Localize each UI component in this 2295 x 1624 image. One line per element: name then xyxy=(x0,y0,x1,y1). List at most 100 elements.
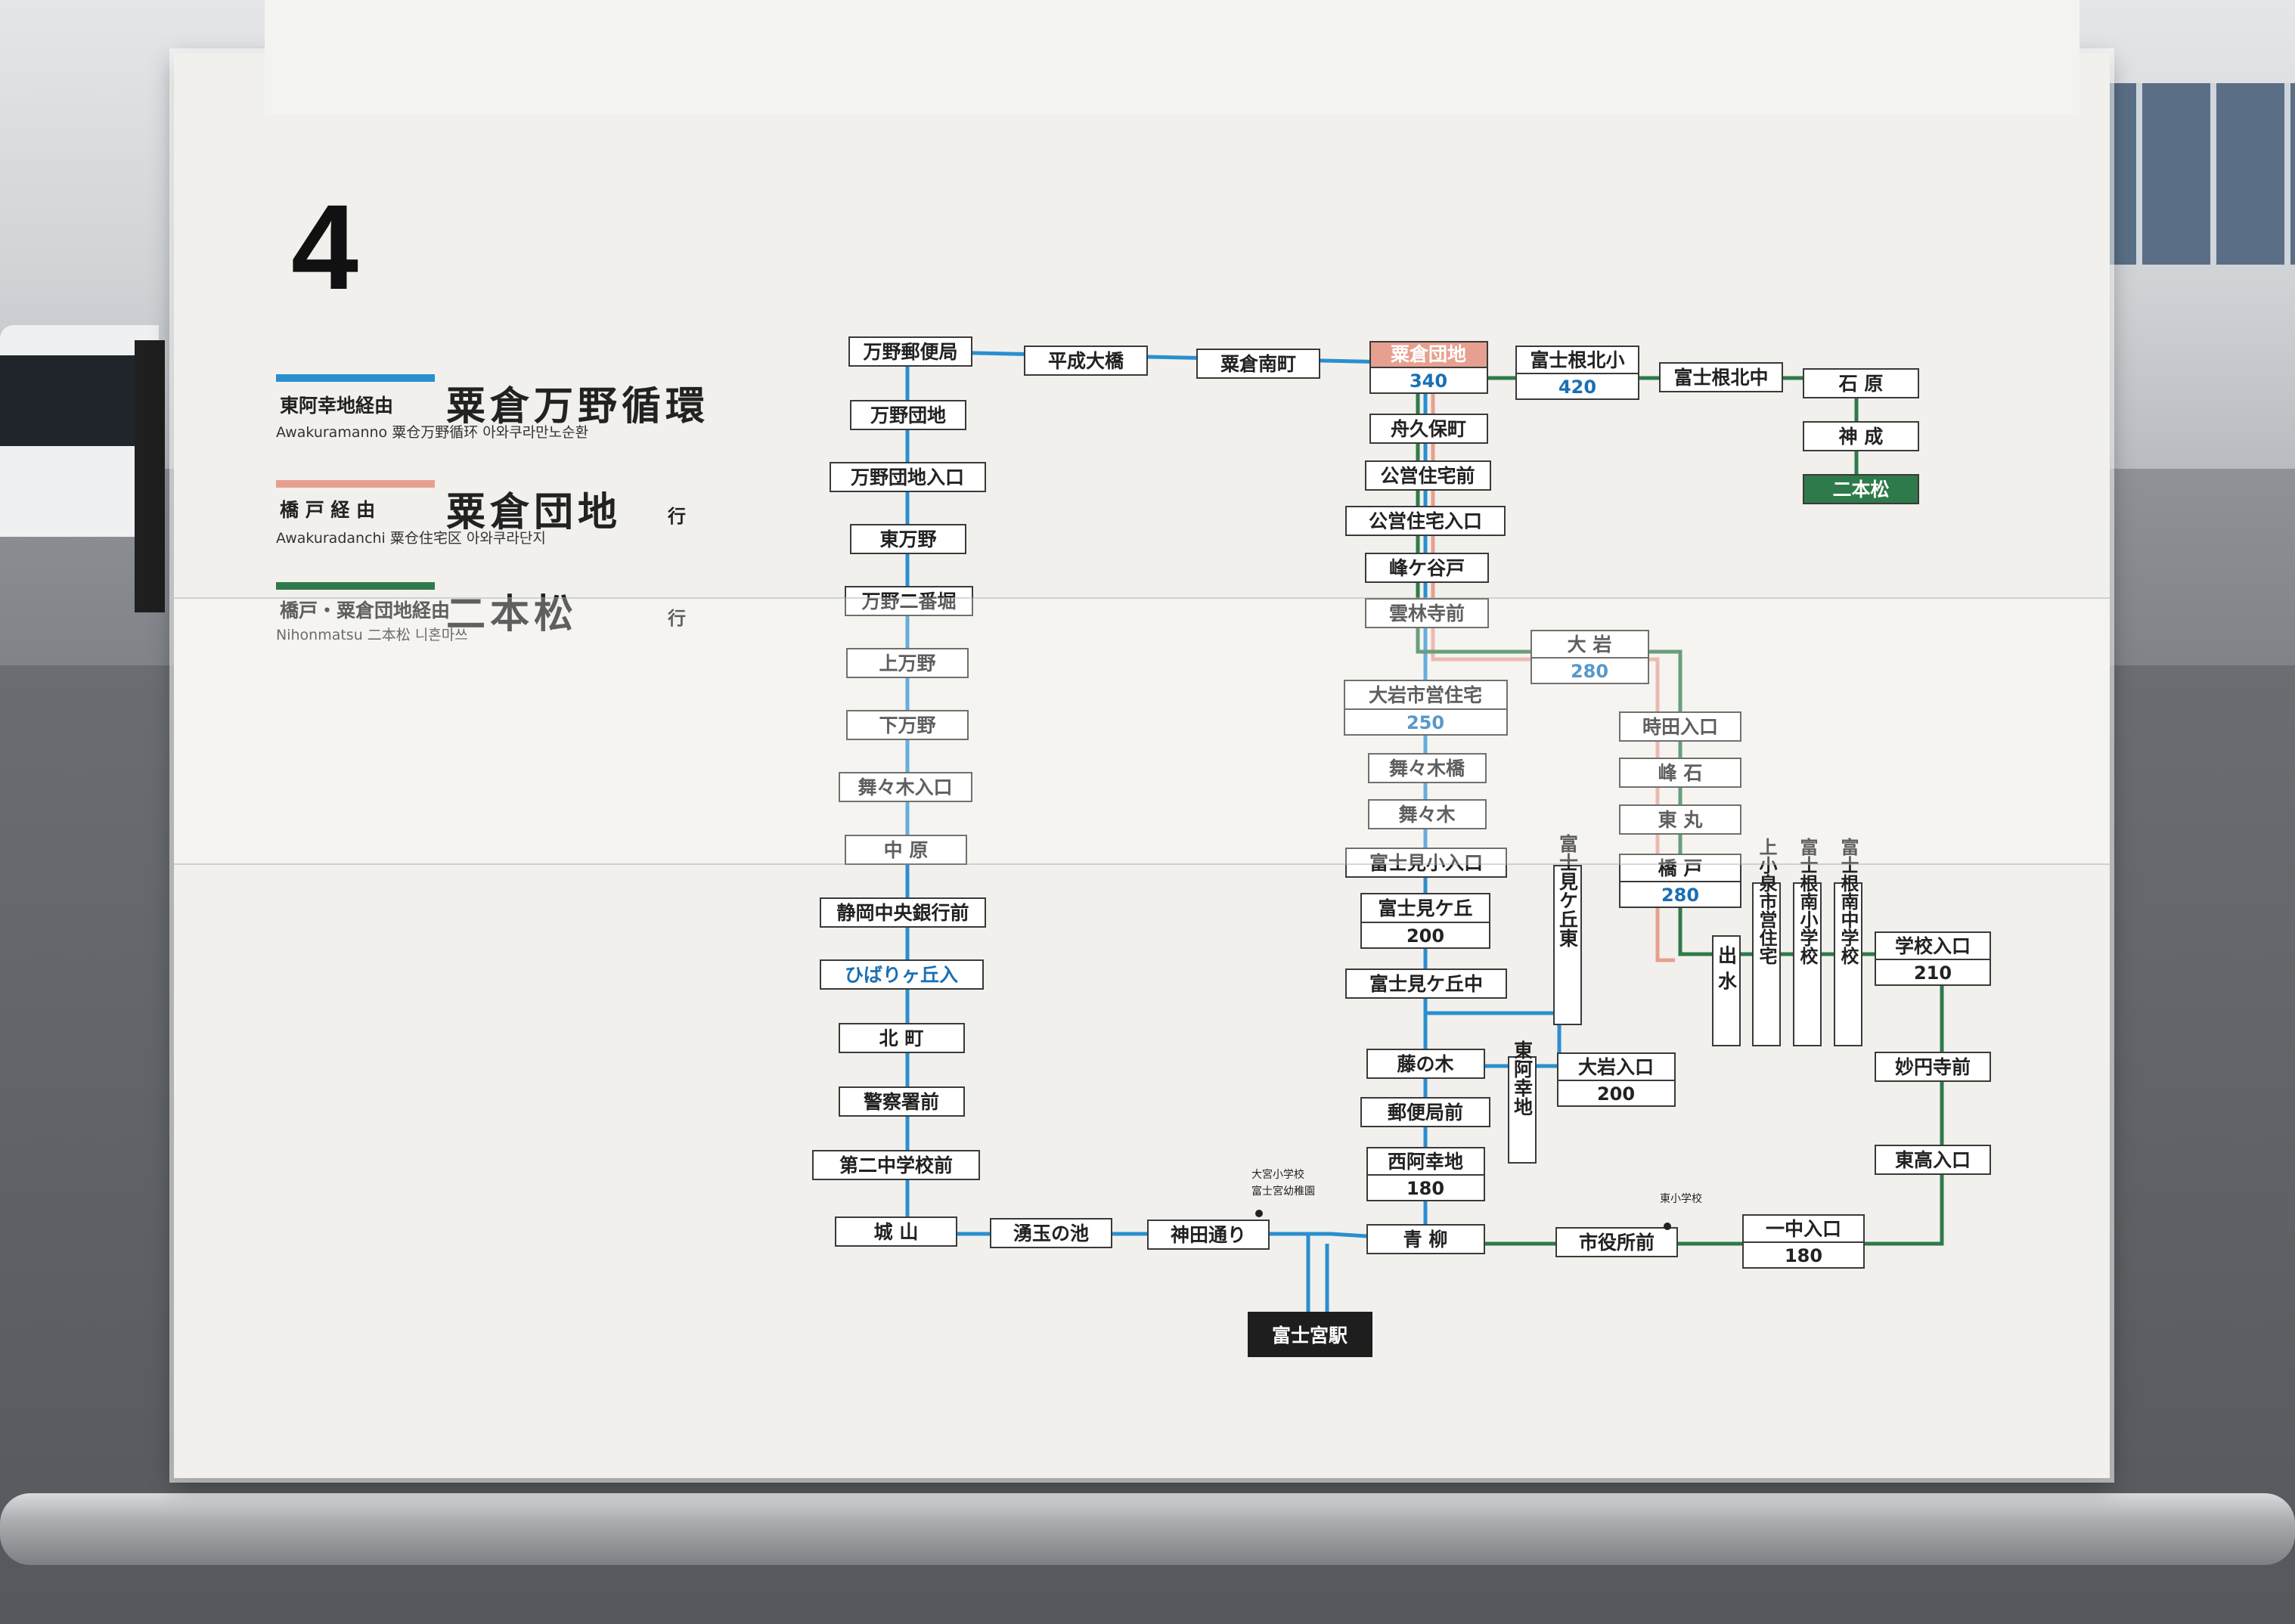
stop-label: 舞々木橋 xyxy=(1389,758,1465,779)
stop-label: ひばりヶ丘入 xyxy=(845,964,958,986)
stop-box xyxy=(1803,421,1919,451)
legend-suffix: 行 xyxy=(668,506,686,527)
stop-label: 城 山 xyxy=(874,1221,919,1243)
school-label: 東小学校 xyxy=(1660,1192,1702,1205)
stop-label: 湧玉の池 xyxy=(1013,1223,1089,1244)
route-number: 4 xyxy=(291,179,358,315)
fare-label: 180 xyxy=(1406,1178,1444,1199)
fare-label: 280 xyxy=(1661,885,1699,906)
background-pole xyxy=(135,340,165,612)
stop-label: 万野郵便局 xyxy=(863,341,957,363)
stop-box xyxy=(1619,804,1741,835)
stop-box xyxy=(1365,598,1489,628)
stop-label: 西阿幸地 xyxy=(1388,1151,1463,1173)
stop-box xyxy=(1875,1052,1991,1082)
stop-box xyxy=(1147,1220,1270,1250)
stop-box xyxy=(845,586,973,616)
stop-label: 青 柳 xyxy=(1403,1229,1448,1251)
stop-box xyxy=(1368,799,1487,829)
legend-destination: 二本松 xyxy=(446,592,578,637)
fare-label: 340 xyxy=(1410,370,1447,392)
stop-label: 大岩市営住宅 xyxy=(1369,684,1482,706)
stop-label: 橋 戸 xyxy=(1658,857,1703,879)
stops: 万野郵便局 平成大橋 粟倉南町 粟倉団地 340 富士根北小 420 富士根北中… xyxy=(812,336,1991,1357)
stop-box xyxy=(846,648,969,678)
fare-box xyxy=(1619,881,1741,908)
blue-line-top xyxy=(907,349,1426,365)
stop-box xyxy=(1742,1214,1865,1243)
stop-box xyxy=(1345,848,1507,878)
stop-label: 雲林寺前 xyxy=(1389,603,1465,624)
legend-via: 東阿幸地経由 xyxy=(280,395,394,417)
stop-box-vertical xyxy=(1553,865,1582,1025)
stop-box xyxy=(1360,1097,1490,1127)
stop-box xyxy=(1345,506,1506,536)
tape-overlay xyxy=(174,597,2110,865)
stop-label: 下万野 xyxy=(879,714,935,736)
fare-label: 250 xyxy=(1406,712,1444,733)
stop-box xyxy=(1360,893,1490,923)
stop-label: 大 岩 xyxy=(1568,634,1612,655)
school-label: 大宮小学校 xyxy=(1251,1168,1304,1181)
stop-label: 東万野 xyxy=(879,528,936,550)
stop-label: 富士見小入口 xyxy=(1369,852,1483,874)
stop-box xyxy=(1365,460,1491,491)
fare-box xyxy=(1344,708,1508,736)
stop-label: 粟倉団地 xyxy=(1391,343,1466,365)
stop-label-vertical: 東阿幸地 xyxy=(1512,1040,1534,1116)
stop-label-vertical: 富士根南小学校 xyxy=(1797,837,1818,965)
stop-label: 東高入口 xyxy=(1895,1149,1971,1171)
stop-box xyxy=(1365,553,1489,583)
stop-box-vertical xyxy=(1752,882,1781,1046)
school-marker xyxy=(1664,1223,1671,1230)
stop-label: 第二中学校前 xyxy=(839,1154,953,1176)
stop-box xyxy=(830,462,986,492)
stop-box xyxy=(1515,346,1639,374)
stop-label: 北 町 xyxy=(879,1027,924,1049)
stop-box-terminal xyxy=(1803,474,1919,504)
stop-box-vertical xyxy=(1834,882,1862,1046)
stop-box xyxy=(1345,969,1507,999)
stop-box xyxy=(1024,346,1148,376)
stop-label: 神田通り xyxy=(1171,1224,1246,1246)
stop-box xyxy=(850,524,966,554)
stop-label: 藤の木 xyxy=(1397,1053,1453,1075)
stop-box xyxy=(835,1216,957,1247)
stop-label: 時田入口 xyxy=(1642,716,1718,738)
terminal-box xyxy=(1248,1312,1372,1357)
stop-label: 万野二番堀 xyxy=(861,590,956,612)
legend-color-bar xyxy=(276,480,435,488)
stop-box xyxy=(839,1023,965,1053)
stop-label: 市役所前 xyxy=(1579,1232,1655,1254)
stop-label: 富士見ケ丘中 xyxy=(1369,973,1483,995)
stop-box xyxy=(1366,1049,1485,1079)
fare-box xyxy=(1875,959,1991,986)
stop-label: 舞々木入口 xyxy=(858,776,952,798)
stop-label: 上万野 xyxy=(879,652,935,674)
fare-label: 200 xyxy=(1597,1083,1635,1105)
stop-label: 平成大橋 xyxy=(1048,350,1124,372)
stop-label-vertical: 上小泉市営住宅 xyxy=(1756,838,1777,965)
stop-box xyxy=(1619,758,1741,788)
legend-via: 橋 戸 経 由 xyxy=(280,499,376,521)
legend-destination: 粟倉万野循環 xyxy=(446,384,710,429)
stop-label: 富士根北小 xyxy=(1530,349,1624,371)
stop-box xyxy=(990,1218,1112,1248)
stop-label: 東 丸 xyxy=(1658,809,1703,831)
fare-label: 420 xyxy=(1558,377,1596,398)
stop-box xyxy=(1366,1224,1485,1254)
stop-box xyxy=(1555,1227,1678,1257)
stop-label-vertical: 出 水 xyxy=(1716,946,1738,990)
legend-destination: 粟倉団地 xyxy=(446,490,622,535)
stop-box xyxy=(820,959,984,990)
stop-label: 峰ケ谷戸 xyxy=(1389,557,1465,579)
fare-box xyxy=(1515,373,1639,400)
guard-rail xyxy=(0,1493,2295,1565)
stop-box xyxy=(846,710,969,740)
stop-label: 学校入口 xyxy=(1895,935,1971,957)
stop-label: 舞々木 xyxy=(1398,804,1455,826)
school-label: 富士宮幼稚園 xyxy=(1251,1185,1315,1198)
stop-label: 二本松 xyxy=(1832,479,1889,501)
stop-label: 万野団地 xyxy=(870,404,946,426)
